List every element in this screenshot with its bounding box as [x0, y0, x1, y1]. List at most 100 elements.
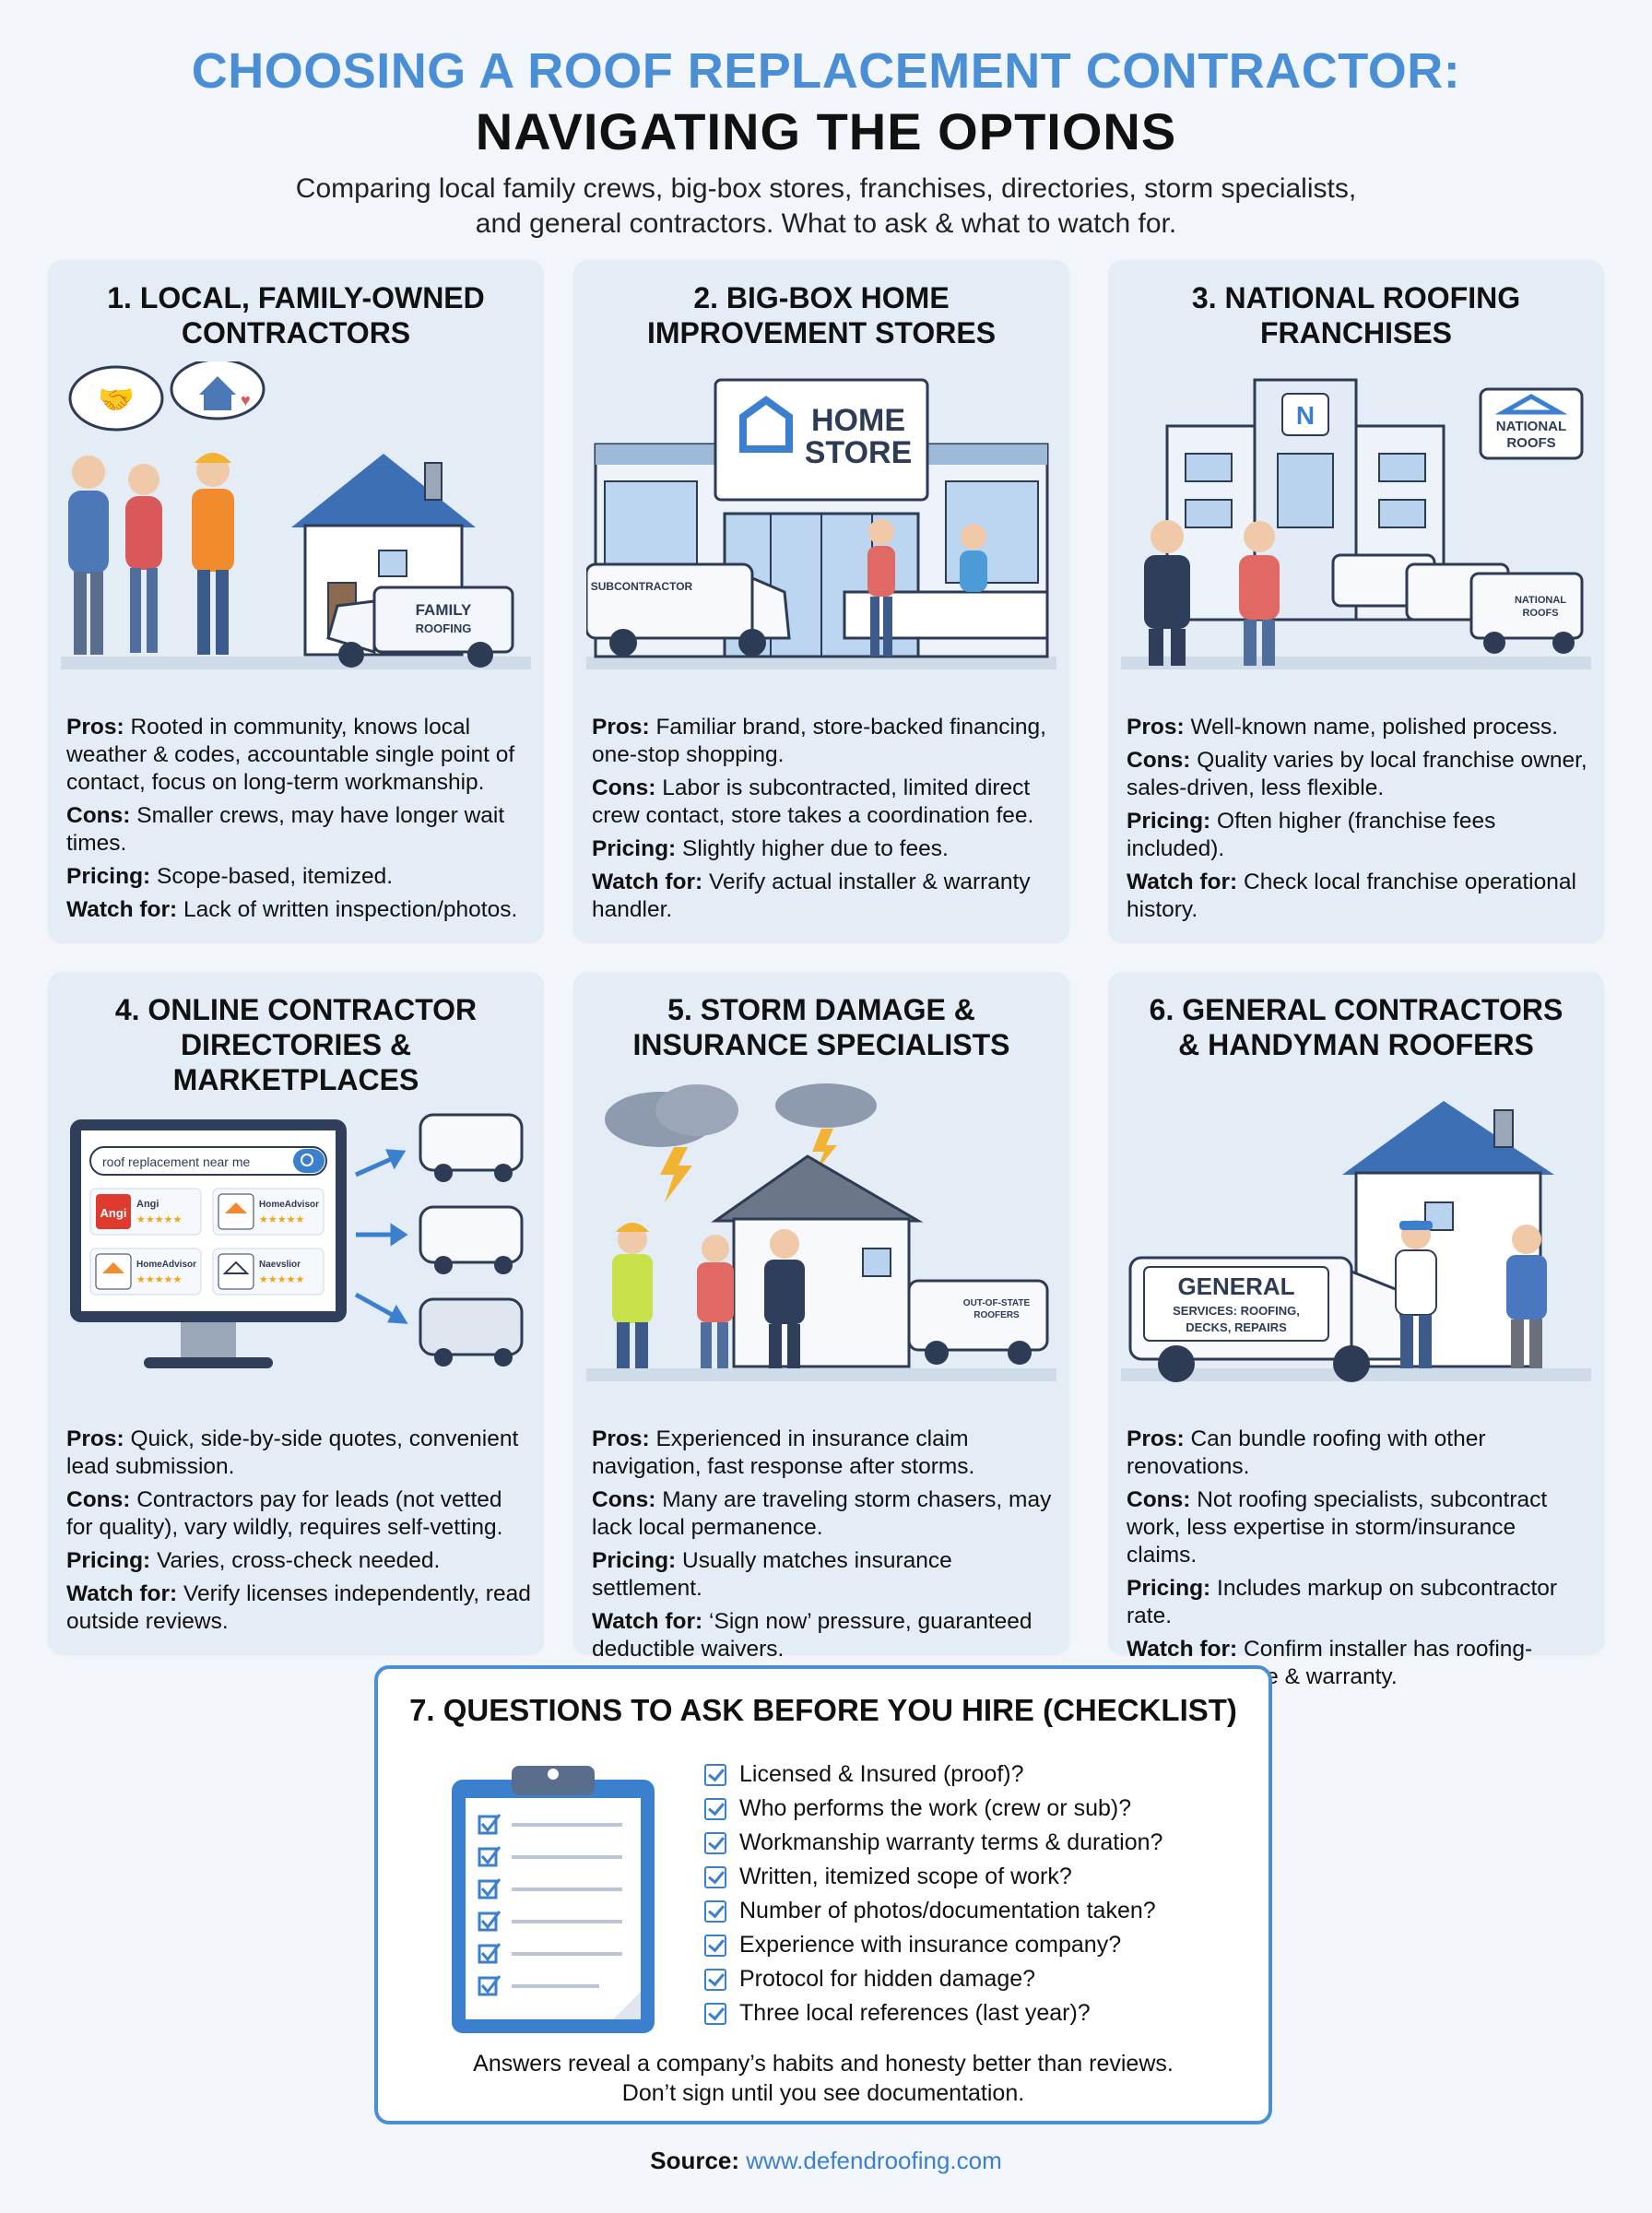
- pros-text: Can bundle roofing with other renovation…: [1127, 1426, 1486, 1479]
- pricing-label: Pricing:: [66, 1548, 151, 1573]
- watch-text: Verify actual installer & warranty handl…: [592, 870, 1031, 922]
- general-contractor-illustration: GENERAL SERVICES: ROOFING, DECKS, REPAIR…: [1121, 1101, 1591, 1382]
- card-general-contractors: 6. GENERAL CONTRACTORS & HANDYMAN ROOFER…: [1108, 972, 1604, 1689]
- van-label-2: ROOFERS: [974, 1310, 1020, 1320]
- listing-name: HomeAdvisor: [259, 1200, 319, 1210]
- monitor-icon: roof replacement near me Angi Angi ★★★★★…: [70, 1119, 347, 1368]
- watch-text: Check local franchise operational histor…: [1127, 870, 1576, 922]
- rating-stars: ★★★★★: [136, 1273, 182, 1285]
- watch-label: Watch for:: [592, 1609, 703, 1634]
- checkbox-checked-icon: [704, 1865, 726, 1888]
- card-body: Pros: Well-known name, polished process.…: [1127, 714, 1592, 929]
- pros-text: Experienced in insurance claim navigatio…: [592, 1426, 975, 1479]
- van-label: NATIONAL: [1515, 595, 1566, 606]
- checklist-item: Workmanship warranty terms & duration?: [704, 1826, 1257, 1860]
- checklist-item: Protocol for hidden damage?: [704, 1962, 1257, 1996]
- cons-text: Contractors pay for leads (not vetted fo…: [66, 1487, 503, 1540]
- pros-label: Pros:: [66, 1426, 124, 1451]
- watch-label: Watch for:: [66, 897, 178, 922]
- watch-label: Watch for:: [1127, 870, 1238, 894]
- pros-label: Pros:: [1127, 1426, 1185, 1451]
- checkbox-checked-icon: [704, 2002, 726, 2025]
- people-icon: [612, 1223, 805, 1368]
- cons-label: Cons:: [592, 1487, 656, 1512]
- cons-label: Cons:: [1127, 748, 1191, 773]
- van-icon: FAMILY ROOFING: [326, 586, 514, 668]
- pricing-label: Pricing:: [1127, 809, 1211, 834]
- pros-label: Pros:: [1127, 715, 1185, 740]
- cons-text: Labor is subcontracted, limited direct c…: [592, 775, 1034, 828]
- watch-text: ‘Sign now’ pressure, guaranteed deductib…: [592, 1609, 1032, 1662]
- people-icon: [1144, 520, 1280, 666]
- pros-text: Well-known name, polished process.: [1190, 715, 1558, 740]
- card-title: 4. ONLINE CONTRACTOR DIRECTORIES & MARKE…: [57, 992, 535, 1097]
- card-body: Pros: Can bundle roofing with other reno…: [1127, 1426, 1592, 1697]
- subtitle-line-1: Comparing local family crews, big-box st…: [295, 173, 1357, 204]
- cons-text: Many are traveling storm chasers, may la…: [592, 1487, 1052, 1540]
- watch-label: Watch for:: [1127, 1637, 1238, 1662]
- search-icon: [301, 1154, 313, 1166]
- checklist-item: Three local references (last year)?: [704, 1996, 1257, 2030]
- listing-name: HomeAdvisor: [136, 1260, 196, 1270]
- card-title-line-1: 6. GENERAL CONTRACTORS: [1149, 993, 1564, 1026]
- card-title-line-2: IMPROVEMENT STORES: [646, 316, 997, 349]
- van-icon: [419, 1113, 524, 1367]
- svg-text:🤝: 🤝: [98, 383, 135, 416]
- checkbox-checked-icon: [704, 1797, 726, 1820]
- card-title: 5. STORM DAMAGE & INSURANCE SPECIALISTS: [583, 992, 1060, 1062]
- checklist-footnote: Answers reveal a company’s habits and ho…: [378, 2049, 1268, 2108]
- pros-text: Rooted in community, knows local weather…: [66, 715, 515, 795]
- van-label: FAMILY: [416, 601, 472, 619]
- checkbox-checked-icon: [704, 1831, 726, 1854]
- watch-label: Watch for:: [66, 1581, 178, 1606]
- source-link[interactable]: www.defendroofing.com: [746, 2147, 1002, 2174]
- svg-text:♥: ♥: [241, 391, 251, 409]
- checklist-item-text: Experience with insurance company?: [739, 1932, 1122, 1958]
- counter-people-icon: [843, 519, 1049, 657]
- watch-text: Verify licenses independently, read outs…: [66, 1581, 531, 1634]
- angi-logo: Angi: [100, 1206, 127, 1220]
- checklist-item-text: Protocol for hidden damage?: [739, 1966, 1036, 1992]
- checklist-item: Written, itemized scope of work?: [704, 1860, 1257, 1894]
- card-title-line-1: 1. LOCAL, FAMILY-OWNED: [107, 281, 485, 314]
- listing-name: Naevslior: [259, 1260, 301, 1270]
- cons-label: Cons:: [66, 1487, 131, 1512]
- source-credit: Source: www.defendroofing.com: [0, 2147, 1652, 2175]
- checklist-item-text: Workmanship warranty terms & duration?: [739, 1829, 1163, 1855]
- online-directory-illustration: roof replacement near me Angi Angi ★★★★★…: [70, 1113, 524, 1368]
- card-title-line-2: CONTRACTORS: [181, 316, 411, 349]
- pricing-text: Includes markup on subcontractor rate.: [1127, 1576, 1558, 1628]
- van-icon: OUT-OF-STATE ROOFERS: [907, 1279, 1049, 1365]
- pricing-text: Scope-based, itemized.: [157, 864, 394, 889]
- handshake-bubble-icon: 🤝: [68, 365, 164, 432]
- pros-text: Familiar brand, store-backed financing, …: [592, 715, 1046, 767]
- checklist-item-text: Written, itemized scope of work?: [739, 1864, 1072, 1889]
- svg-text:N: N: [1296, 401, 1315, 430]
- pricing-label: Pricing:: [592, 1548, 677, 1573]
- pros-text: Quick, side-by-side quotes, convenient l…: [66, 1426, 519, 1479]
- page-subtitle: Comparing local family crews, big-box st…: [0, 172, 1652, 242]
- search-input-text: roof replacement near me: [102, 1154, 251, 1169]
- van-label: SUBCONTRACTOR: [591, 580, 693, 593]
- watch-label: Watch for:: [592, 870, 703, 894]
- van-label-2: SERVICES: ROOFING,: [1173, 1304, 1300, 1318]
- pricing-text: Often higher (franchise fees included).: [1127, 809, 1496, 861]
- rating-stars: ★★★★★: [136, 1213, 182, 1225]
- checklist-title: 7. QUESTIONS TO ASK BEFORE YOU HIRE (CHE…: [409, 1693, 1237, 1727]
- storm-damage-illustration: OUT-OF-STATE ROOFERS: [586, 1083, 1056, 1381]
- listing-name: Angi: [136, 1199, 159, 1210]
- checkbox-checked-icon: [704, 1934, 726, 1957]
- clipboard-icon: [452, 1766, 655, 2033]
- checklist-item-text: Number of photos/documentation taken?: [739, 1898, 1156, 1923]
- pros-label: Pros:: [66, 715, 124, 740]
- card-body: Pros: Experienced in insurance claim nav…: [592, 1426, 1057, 1669]
- card-local-contractors: 1. LOCAL, FAMILY-OWNED CONTRACTORS FAMIL…: [48, 260, 544, 942]
- checklist-panel: 7. QUESTIONS TO ASK BEFORE YOU HIRE (CHE…: [374, 1665, 1272, 2124]
- sign-text-2: ROOFS: [1506, 435, 1555, 451]
- cons-label: Cons:: [66, 803, 131, 828]
- cons-text: Not roofing specialists, subcontract wor…: [1127, 1487, 1548, 1568]
- card-title-line-2: DIRECTORIES & MARKETPLACES: [172, 1028, 419, 1096]
- card-title: 6. GENERAL CONTRACTORS & HANDYMAN ROOFER…: [1117, 992, 1595, 1062]
- card-big-box-stores: 2. BIG-BOX HOME IMPROVEMENT STORES HOME …: [573, 260, 1069, 942]
